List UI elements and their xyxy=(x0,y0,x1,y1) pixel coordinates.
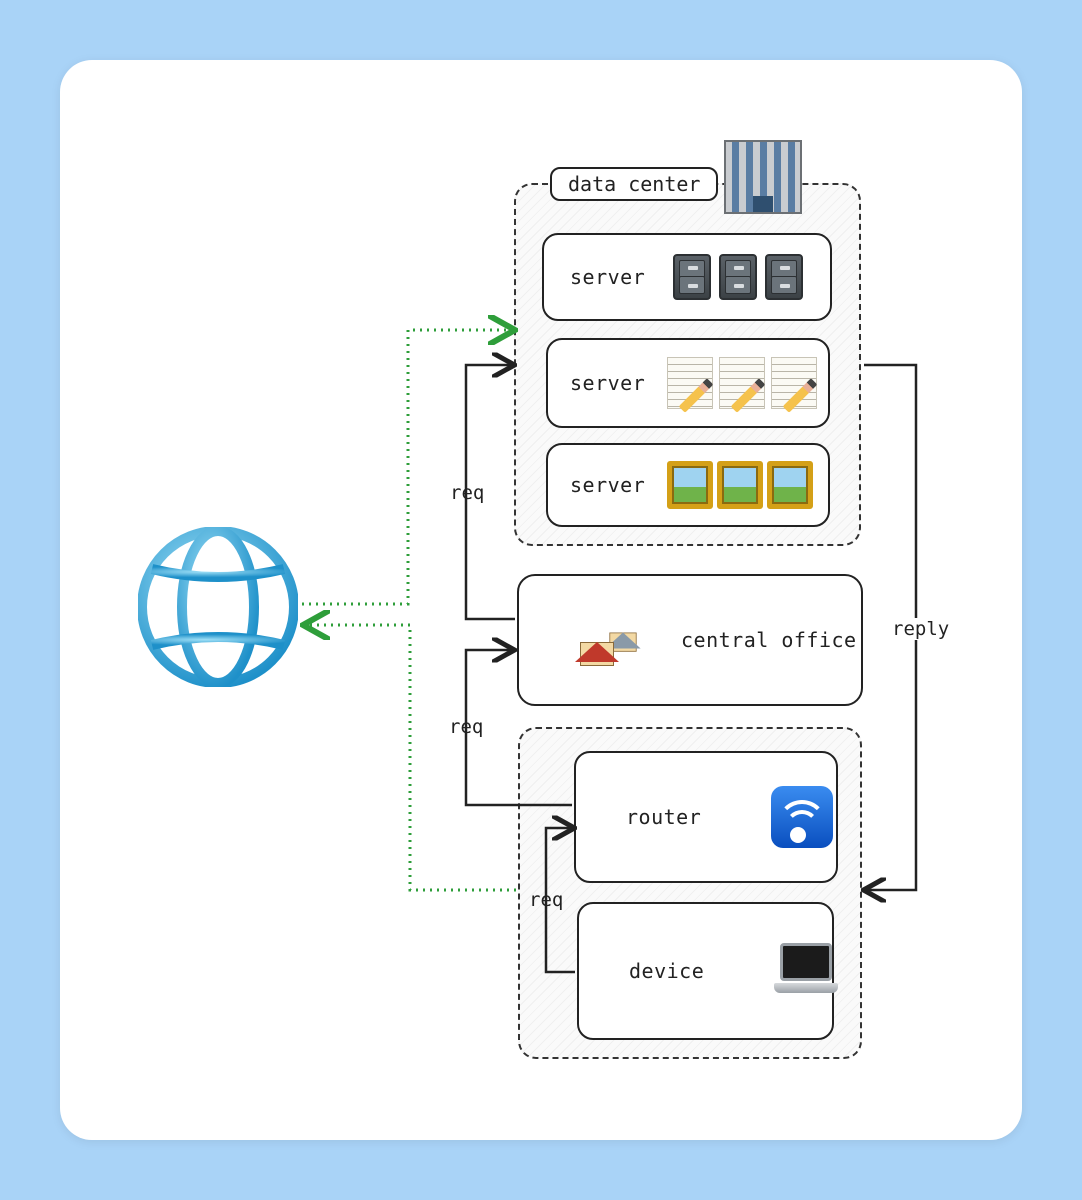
globe-icon xyxy=(138,527,298,687)
server-label: server xyxy=(570,371,646,395)
central-office-node: central office xyxy=(517,574,863,706)
server-node-1: server xyxy=(542,233,832,321)
router-label: router xyxy=(626,805,702,829)
server-node-3: server xyxy=(546,443,830,527)
memo-icon xyxy=(667,357,714,409)
router-node: router xyxy=(574,751,838,883)
central-office-label: central office xyxy=(681,628,857,652)
req-label: req xyxy=(529,889,564,911)
reply-label: reply xyxy=(892,618,950,640)
server-label: server xyxy=(570,265,646,289)
framed-picture-icon xyxy=(667,461,714,509)
wifi-icon xyxy=(771,786,834,848)
laptop-icon xyxy=(774,941,839,1001)
data-center-label: data center xyxy=(550,167,719,201)
device-label: device xyxy=(629,959,705,983)
memo-icon xyxy=(719,357,766,409)
req-label: req xyxy=(449,716,484,738)
framed-picture-icon xyxy=(767,461,814,509)
framed-picture-icon xyxy=(717,461,764,509)
server-label: server xyxy=(570,473,646,497)
file-cabinet-icon xyxy=(673,254,712,300)
device-node: device xyxy=(577,902,839,1040)
req-label: req xyxy=(450,482,485,504)
file-cabinet-icon xyxy=(719,254,758,300)
office-building-icon xyxy=(724,140,802,214)
file-cabinet-icon xyxy=(765,254,804,300)
server-node-2: server xyxy=(546,338,830,428)
memo-icon xyxy=(771,357,818,409)
houses-icon xyxy=(575,610,645,670)
